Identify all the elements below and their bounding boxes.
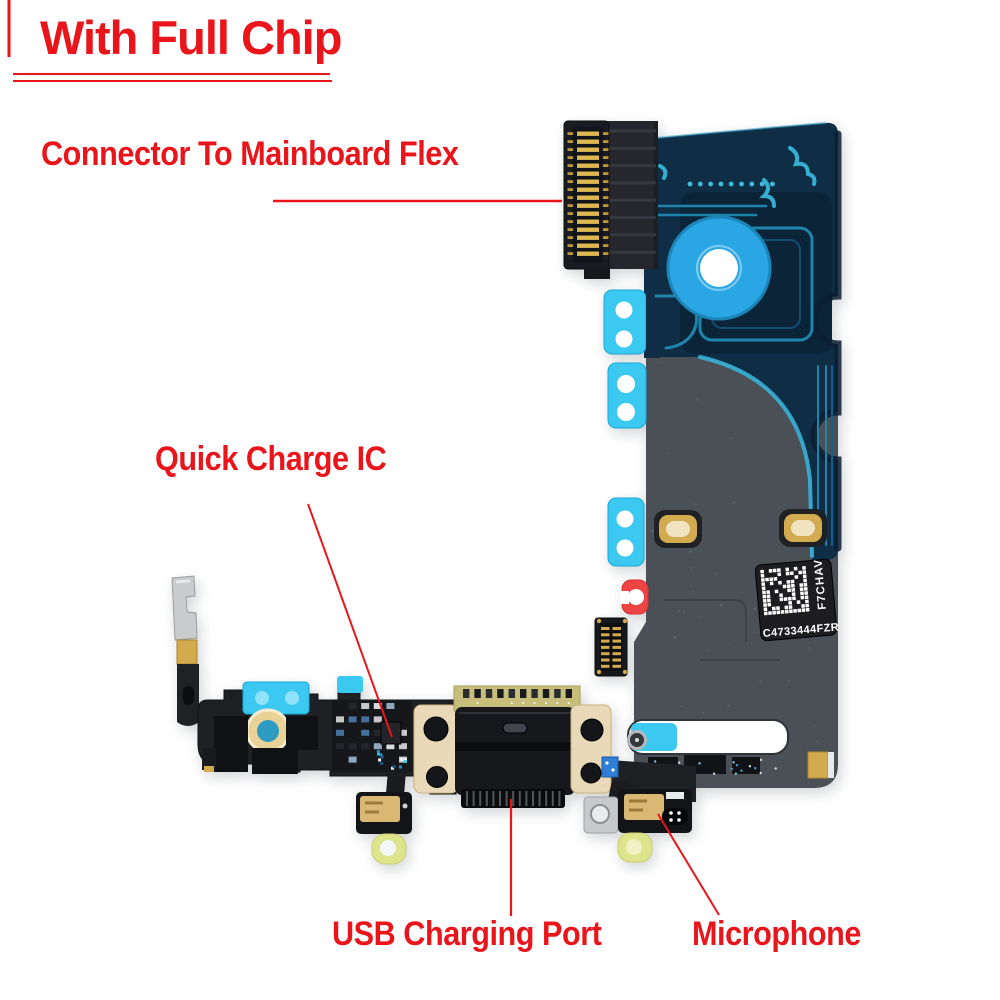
gold-component [807, 751, 834, 779]
solder-sparkles [376, 750, 407, 770]
label-quick-charge-ic: Quick Charge IC [155, 440, 387, 478]
via-dots [687, 181, 775, 187]
bottom-assembly [171, 575, 696, 865]
upper-flex: F7CHAV C4733444FZR [563, 120, 842, 788]
qr-code [760, 566, 810, 616]
fabric-stiffener [602, 121, 658, 269]
quick-charge-pointer-line [307, 503, 393, 738]
microphone-pointer-line [657, 813, 720, 916]
label-usb-charging-port: USB Charging Port [332, 915, 602, 953]
adhesive-tabs [603, 289, 647, 567]
receptacle-pins [466, 791, 561, 806]
adhesive-ring-sticker [666, 215, 772, 321]
label-code-text: F7CHAV [813, 558, 829, 610]
antenna-bracket [171, 575, 199, 726]
connector-pins [567, 131, 609, 256]
usb-charging-port [455, 707, 575, 808]
strip-components [202, 676, 412, 774]
ic-components [214, 716, 318, 774]
label-connector-to-mainboard: Connector To Mainboard Flex [41, 135, 459, 173]
flex-window [627, 719, 789, 755]
mainboard-connector [563, 120, 610, 279]
screw-flange-right [570, 704, 612, 794]
board-connector-small [594, 617, 628, 677]
circuit-traces [654, 122, 842, 558]
secondary-mic-module [356, 770, 412, 865]
screw-flange-left [413, 704, 459, 794]
screw-pads [654, 509, 827, 548]
red-tab [620, 579, 649, 615]
label-microphone: Microphone [692, 915, 861, 953]
small-connector-pins [596, 618, 628, 675]
blue-component [601, 756, 619, 778]
badge-with-full-chip: With Full Chip [40, 11, 342, 64]
microphone-module [583, 780, 692, 863]
port-slot [502, 722, 528, 734]
qr-label: F7CHAV C4733444FZR [754, 558, 840, 642]
flex-backside [634, 352, 838, 788]
surface-speckles [650, 361, 818, 769]
